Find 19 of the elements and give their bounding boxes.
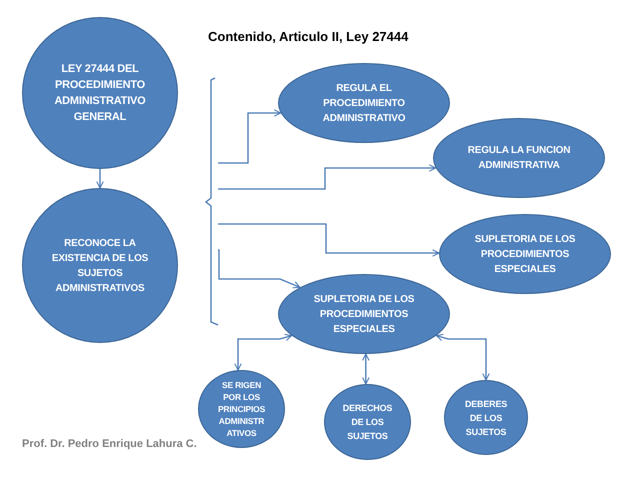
connector-arrow: [218, 249, 300, 288]
node-label: REGULA EL PROCEDIMIENTO ADMINISTRATIVO: [322, 82, 406, 126]
node-label: SUPLETORIA DE LOS PROCEDIMIENTOS ESPECIALES: [474, 232, 576, 276]
connector-arrow: [218, 164, 436, 190]
node-label: SUPLETORIA DE LOS PROCEDIMIENTOS ESPECIALES: [312, 292, 416, 336]
connector-arrow: [436, 334, 490, 381]
diagram-title: Contenido, Articulo II, Ley 27444: [208, 29, 408, 44]
node-label: DERECHOS DE LOS SUJETOS: [342, 402, 394, 443]
node-label: LEY 27444 DEL PROCEDIMIENTO ADMINISTRATIVO GENERAL: [53, 62, 147, 125]
connector-arrow: [362, 353, 370, 385]
node-label: REGULA LA FUNCION ADMINISTRATIVA: [466, 144, 572, 173]
node-label: SE RIGEN POR LOS PRINCIPIOS ADMINISTR ATIVOS: [216, 379, 266, 439]
curly-bracket: [204, 76, 218, 327]
connector-arrow: [234, 334, 292, 371]
connector-arrow: [218, 109, 282, 164]
node-label: DEBERES DE LOS SUJETOS: [464, 398, 508, 438]
node-label: RECONOCE LA EXISTENCIA DE LOS SUJETOS ADMINISTRATIVOS: [50, 236, 150, 296]
connector-arrow: [96, 169, 104, 189]
connector-arrow: [218, 223, 440, 257]
